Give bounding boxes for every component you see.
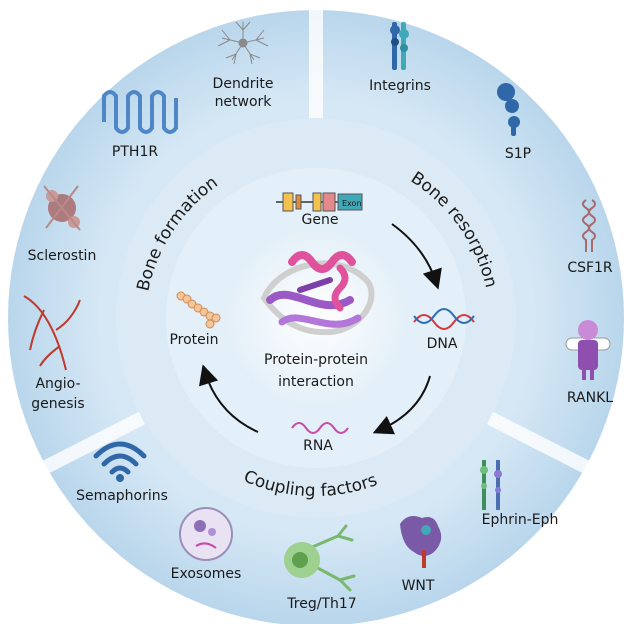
semaphorins-dot: [116, 474, 124, 482]
angio-label-line2: genesis: [31, 396, 84, 412]
dna-icon: [413, 308, 475, 330]
center-label-line1: Protein-protein: [264, 352, 368, 368]
wnt-icon: [400, 516, 442, 568]
gene-label: Gene: [302, 212, 339, 228]
gene-icon: Exon: [276, 192, 363, 212]
treg-th17-icon: [284, 524, 356, 592]
ephrin-label: Ephrin-Eph: [482, 512, 559, 528]
angio-label-line1: Angio-: [35, 376, 80, 392]
exosomes-label: Exosomes: [171, 566, 242, 582]
sector-dividers: [36, 10, 596, 477]
integrins-icon: [390, 22, 409, 70]
wnt-label: WNT: [402, 578, 435, 594]
arrow-dna-to-rna: [372, 375, 431, 435]
ephrin-eph-icon: [480, 460, 502, 510]
integrins-label: Integrins: [369, 78, 431, 94]
csf1r-icon: [582, 199, 596, 252]
sclerostin-label: Sclerostin: [28, 248, 97, 264]
dendrite-network-icon: [217, 21, 269, 65]
pth1r-icon: [102, 90, 178, 134]
arrow-gene-to-dna: [391, 223, 442, 290]
angiogenesis-icon: [23, 295, 81, 371]
dna-label: DNA: [427, 336, 458, 352]
rna-label: RNA: [303, 438, 333, 454]
exosomes-icon: [179, 507, 233, 561]
exon-label: Exon: [342, 199, 362, 208]
dendrite-label-line1: Dendrite: [213, 76, 274, 92]
cycle-arrows: [199, 223, 442, 435]
rankl-icon: [565, 320, 611, 380]
csf1r-label: CSF1R: [567, 260, 613, 276]
rankl-label: RANKL: [567, 390, 613, 406]
protein-chain-icon: [176, 291, 221, 329]
treg-label: Treg/Th17: [286, 596, 356, 612]
s1p-label: S1P: [505, 146, 531, 162]
dendrite-label-line2: network: [215, 94, 273, 110]
semaphorins-icon: [93, 441, 147, 475]
arrow-rna-to-protein: [199, 364, 259, 433]
center-label-line2: interaction: [278, 374, 354, 390]
pth1r-label: PTH1R: [112, 144, 158, 160]
rna-icon: [291, 422, 349, 434]
s1p-icon: [497, 83, 520, 136]
semaphorins-label: Semaphorins: [76, 488, 168, 504]
sclerostin-icon: [43, 185, 81, 231]
protein-structure-icon: [260, 251, 375, 336]
protein-label: Protein: [169, 332, 218, 348]
